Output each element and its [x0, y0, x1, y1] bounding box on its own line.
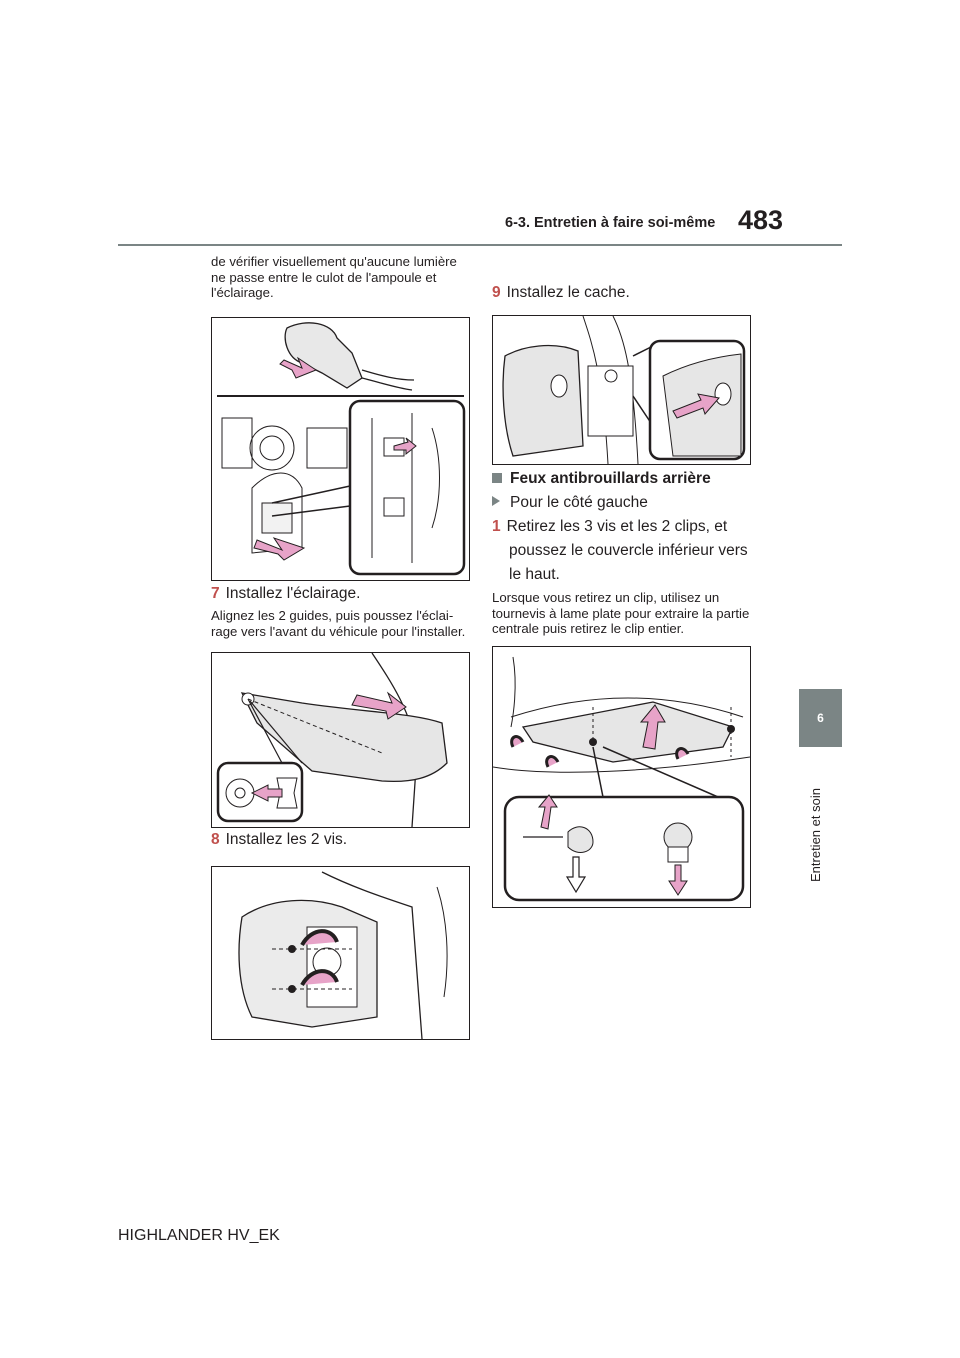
- footer-model: HIGHLANDER HV_EK: [118, 1227, 280, 1244]
- step-8: 8 Installez les 2 vis.: [211, 828, 347, 852]
- step-7-label: Installez l'éclairage.: [225, 585, 361, 602]
- step-1-line1: Retirez les 3 vis et les 2 clips, et: [506, 518, 728, 535]
- step-1: 1 Retirez les 3 vis et les 2 clips, et po…: [492, 515, 762, 587]
- install-light-illustration: [216, 653, 448, 827]
- page-number: 483: [738, 205, 784, 235]
- chapter-tab: 6: [799, 689, 842, 747]
- chapter-title: Entretien et soin: [808, 788, 823, 882]
- header-divider: [118, 244, 842, 246]
- step-9-number: 9: [492, 284, 501, 301]
- figure-bulb-socket: [211, 317, 470, 581]
- step-1-line2: poussez le couvercle inférieur vers: [509, 542, 748, 559]
- step-8-number: 8: [211, 831, 220, 848]
- figure-remove-lower-cover: [492, 646, 751, 908]
- figure-install-screws: [211, 866, 470, 1040]
- step-1-number: 1: [492, 518, 501, 535]
- step-7: 7 Installez l'éclairage.: [211, 582, 360, 606]
- step-9-label: Installez le cache.: [506, 284, 630, 301]
- step-8-label: Installez les 2 vis.: [225, 831, 348, 848]
- step-1-line3: le haut.: [509, 566, 560, 583]
- section-heading-text: Feux antibrouillards arrière: [510, 470, 711, 487]
- triangle-bullet-icon: [492, 496, 500, 506]
- subsection-heading-text: Pour le côté gauche: [510, 494, 648, 511]
- step-7-note: Alignez les 2 guides, puis poussez l'écl…: [211, 608, 466, 639]
- intro-text: de vérifier visuellement qu'aucune lumiè…: [211, 254, 457, 301]
- figure-install-light: [211, 652, 470, 828]
- figure-install-cover: [492, 315, 751, 465]
- bulb-socket-illustration: [217, 322, 466, 576]
- install-screws-illustration: [238, 871, 448, 1039]
- install-cover-illustration: [502, 316, 746, 464]
- section-heading: Feux antibrouillards arrière: [492, 470, 711, 488]
- remove-lower-cover-illustration: [493, 656, 750, 902]
- step-1-note: Lorsque vous retirez un clip, utilisez u…: [492, 590, 750, 637]
- subsection-heading: Pour le côté gauche: [492, 491, 648, 515]
- section-title: 6-3. Entretien à faire soi-même: [505, 215, 716, 231]
- step-7-number: 7: [211, 585, 220, 602]
- square-bullet-icon: [492, 473, 502, 483]
- step-9: 9 Installez le cache.: [492, 281, 630, 305]
